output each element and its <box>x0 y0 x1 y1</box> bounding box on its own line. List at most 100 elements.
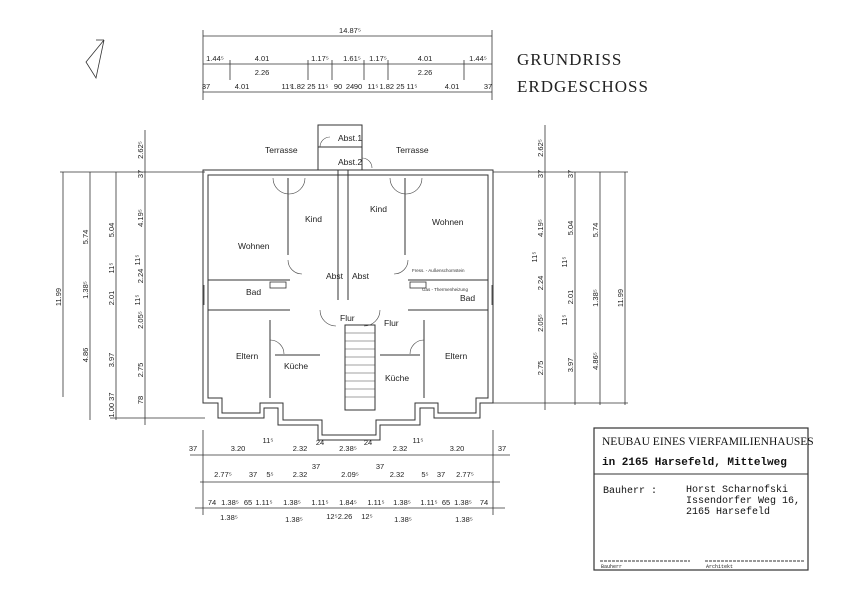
dimension-label: 2.32 <box>390 470 405 479</box>
dimension-label: 11⁵ <box>530 252 539 263</box>
room-flur-left: Flur <box>340 313 355 323</box>
client-city: 2165 Harsefeld <box>686 506 770 518</box>
dimension-label: 1.38⁵ <box>394 515 412 524</box>
dimension-label: 11⁵ <box>318 82 329 91</box>
dimension-label: 11⁵ <box>133 255 142 266</box>
room-kind-right: Kind <box>370 204 387 214</box>
dimension-label: 4.01 <box>255 54 270 63</box>
room-terrasse-right: Terrasse <box>396 145 429 155</box>
dimension-label: 2.75 <box>536 361 545 376</box>
staircase <box>344 324 376 411</box>
dimension-label: 2.62⁵ <box>136 141 145 159</box>
dimension-label: 1.38⁵ <box>283 498 301 507</box>
dimension-label: 11⁵ <box>263 436 274 445</box>
dimension-label: 12⁵ <box>361 512 372 521</box>
title-block <box>593 427 809 571</box>
dimension-label: 1.38⁵ <box>81 281 90 299</box>
dimension-label: 90 <box>334 82 342 91</box>
dimension-label: 1.84⁵ <box>339 498 357 507</box>
dimension-label: 37 <box>484 82 492 91</box>
dimension-label: 65 <box>244 498 252 507</box>
overall-width-dim: 14.87⁵ <box>339 26 361 35</box>
dimension-label: 1.11⁵ <box>420 498 437 507</box>
dimension-label: 1.44⁵ <box>206 54 224 63</box>
dimension-label: 37 <box>249 470 257 479</box>
dimension-label: 11⁵ <box>133 295 142 306</box>
dimension-label: 1.82 25 <box>290 82 315 91</box>
dimension-label: 5⁵ <box>266 470 273 479</box>
dimension-label: 4.01 <box>445 82 460 91</box>
plan-subtitle: ERDGESCHOSS <box>517 77 649 96</box>
project-location: in 2165 Harsefeld, Mittelweg <box>602 457 787 469</box>
plan-title: GRUNDRISS <box>517 50 622 69</box>
dimension-label: 12⁵ <box>326 512 337 521</box>
dimension-label: 37 <box>498 444 506 453</box>
room-bad-right: Bad <box>460 293 475 303</box>
dimension-label: 37 <box>566 170 575 178</box>
signature-client-label: Bauherr <box>601 564 622 570</box>
dimension-label: 4.86⁵ <box>591 352 600 370</box>
dimension-label: 2.32 <box>293 470 308 479</box>
dimension-label: 1.82 25 <box>379 82 404 91</box>
dimension-label: 1.38⁵ <box>285 515 303 524</box>
dimension-label: 11⁵ <box>560 257 569 268</box>
dimension-label: 5.04 <box>107 223 116 238</box>
dimension-label: 11⁵ <box>560 315 569 326</box>
dimension-label: 1.61⁵ <box>343 54 361 63</box>
dimension-label: 5⁵ <box>421 470 428 479</box>
dimension-label: 2.01 <box>566 290 575 305</box>
room-bad-left: Bad <box>246 287 261 297</box>
door-swings <box>269 136 425 355</box>
dimension-label: 11⁵ <box>407 82 418 91</box>
dimension-label: 37 <box>202 82 210 91</box>
room-eltern-right: Eltern <box>445 351 467 361</box>
dimension-label: 1.00 37 <box>107 392 116 417</box>
dimension-label: 11⁵ <box>282 82 293 91</box>
room-abst-right: Abst <box>352 271 370 281</box>
dimension-label: 11⁵ <box>107 263 116 274</box>
dimension-label: 1.17⁵ <box>311 54 329 63</box>
dimension-label: 1.38⁵ <box>393 498 411 507</box>
dimension-label: 11⁵ <box>413 436 424 445</box>
dimension-label: 3.20 <box>231 444 246 453</box>
dimension-label: 11.99 <box>616 289 625 307</box>
dimension-label: 1.11⁵ <box>311 498 328 507</box>
dimension-label: 1.44⁵ <box>469 54 487 63</box>
dimension-label: 24 <box>346 82 354 91</box>
room-eltern-left: Eltern <box>236 351 258 361</box>
dimension-label: 5.04 <box>566 221 575 236</box>
dimension-label: 37 <box>312 462 320 471</box>
dimension-label: 3.97 <box>566 358 575 373</box>
dimension-label: 78 <box>136 396 145 404</box>
north-arrow-icon <box>85 39 105 80</box>
windows <box>203 281 493 305</box>
dimension-label: 37 <box>189 444 197 453</box>
dimension-label: 4.01 <box>418 54 433 63</box>
room-flur-right: Flur <box>384 318 399 328</box>
building-outline <box>202 124 494 441</box>
dimension-label: 2.24 <box>536 276 545 291</box>
dimension-label: 11.99 <box>54 288 63 306</box>
dimension-label: 37 <box>136 170 145 178</box>
room-abst2: Abst.2 <box>338 157 362 167</box>
dimension-label: 1.38⁵ <box>455 515 473 524</box>
dimension-label: 11⁵ <box>368 82 379 91</box>
room-abst1: Abst.1 <box>338 133 362 143</box>
dimension-label: 2.32 <box>293 444 308 453</box>
dimension-label: 3.20 <box>450 444 465 453</box>
dimension-label: 2.05⁵ <box>136 311 145 329</box>
room-wohnen-left: Wohnen <box>238 241 270 251</box>
room-kind-left: Kind <box>305 214 322 224</box>
dimension-label: 4.19⁵ <box>136 209 145 227</box>
room-kueche-left: Küche <box>284 361 308 371</box>
room-kueche-right: Küche <box>385 373 409 383</box>
room-terrasse-left: Terrasse <box>265 145 298 155</box>
dimension-label: 2.26 <box>418 68 433 77</box>
dimension-label: 2.26 <box>338 512 353 521</box>
dimension-label: 2.09⁵ <box>341 470 359 479</box>
dimension-label: 5.74 <box>591 223 600 238</box>
bottom-dimension-lines <box>190 430 510 515</box>
dimension-label: 1.11⁵ <box>255 498 272 507</box>
dimension-label: 1.17⁵ <box>369 54 387 63</box>
note-chimney: Fress. - Außenschornstein <box>412 268 465 273</box>
